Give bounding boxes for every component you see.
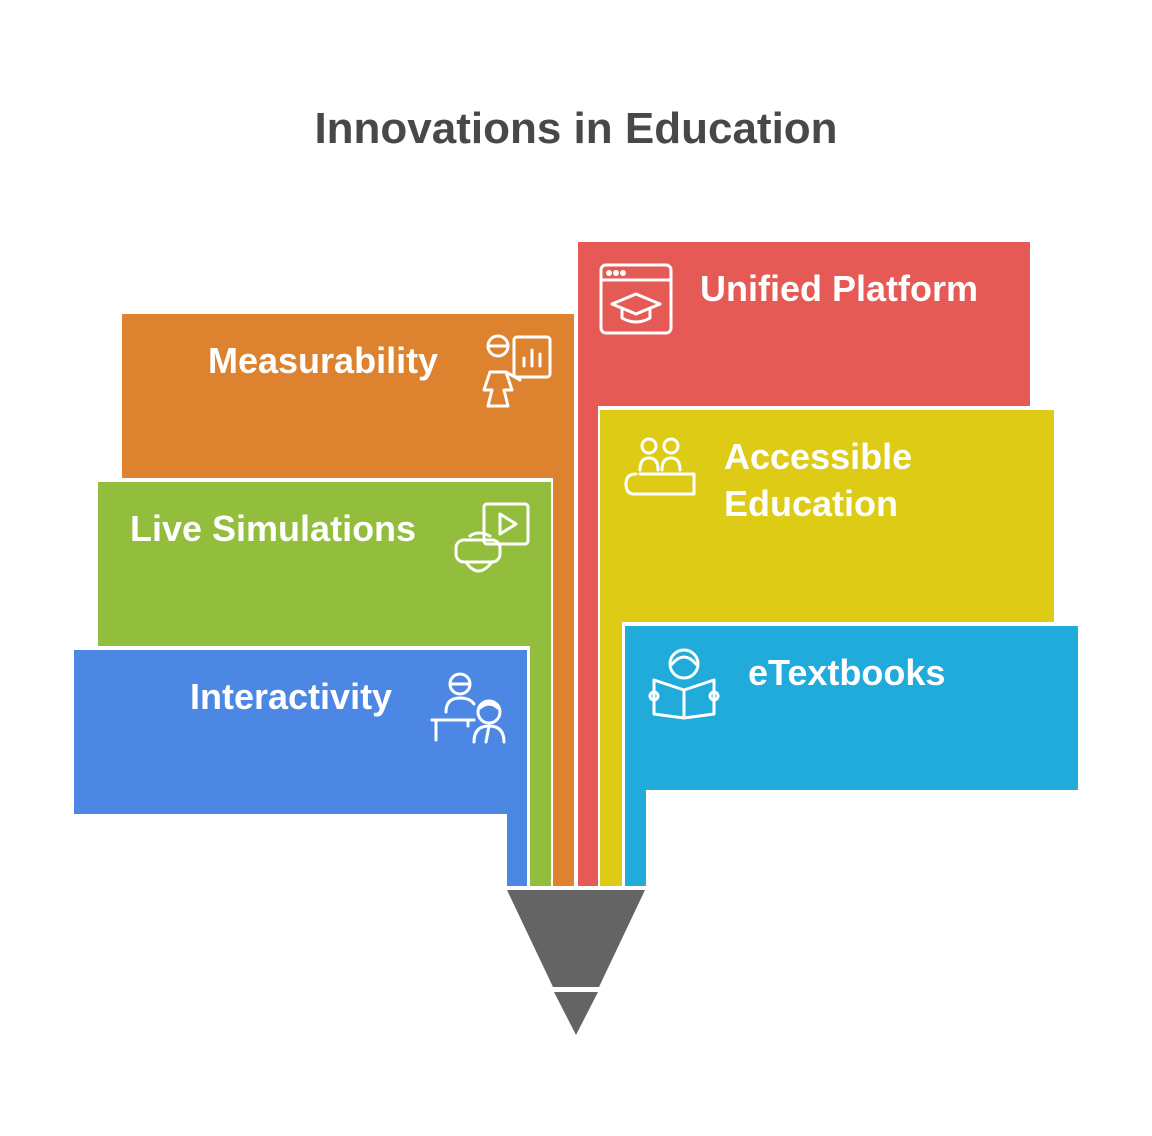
label-measurability: Measurability	[208, 340, 439, 381]
label-accessible-education-line2: Education	[724, 483, 899, 524]
label-unified-platform: Unified Platform	[700, 268, 979, 309]
label-live-simulations: Live Simulations	[130, 508, 417, 549]
panel-interactivity	[74, 650, 527, 886]
label-accessible-education-line1: Accessible	[724, 436, 913, 477]
people-at-desk-icon	[624, 437, 696, 496]
label-etextbooks: eTextbooks	[748, 652, 946, 693]
label-interactivity: Interactivity	[190, 676, 393, 717]
pencil-point	[554, 992, 598, 1035]
tutor-and-student-icon	[430, 672, 506, 744]
panel-live-simulations	[98, 482, 551, 886]
presenter-chart-icon	[482, 334, 552, 408]
vr-headset-video-icon	[454, 502, 530, 573]
person-reading-book-icon	[648, 648, 720, 720]
pencil-tip	[507, 890, 645, 987]
browser-graduation-cap-icon	[599, 263, 673, 335]
page-title: Innovations in Education	[314, 104, 838, 153]
panel-unified-platform	[578, 242, 1030, 886]
panel-etextbooks	[625, 626, 1078, 886]
panel-accessible-education	[600, 410, 1054, 886]
panel-measurability	[122, 314, 574, 886]
